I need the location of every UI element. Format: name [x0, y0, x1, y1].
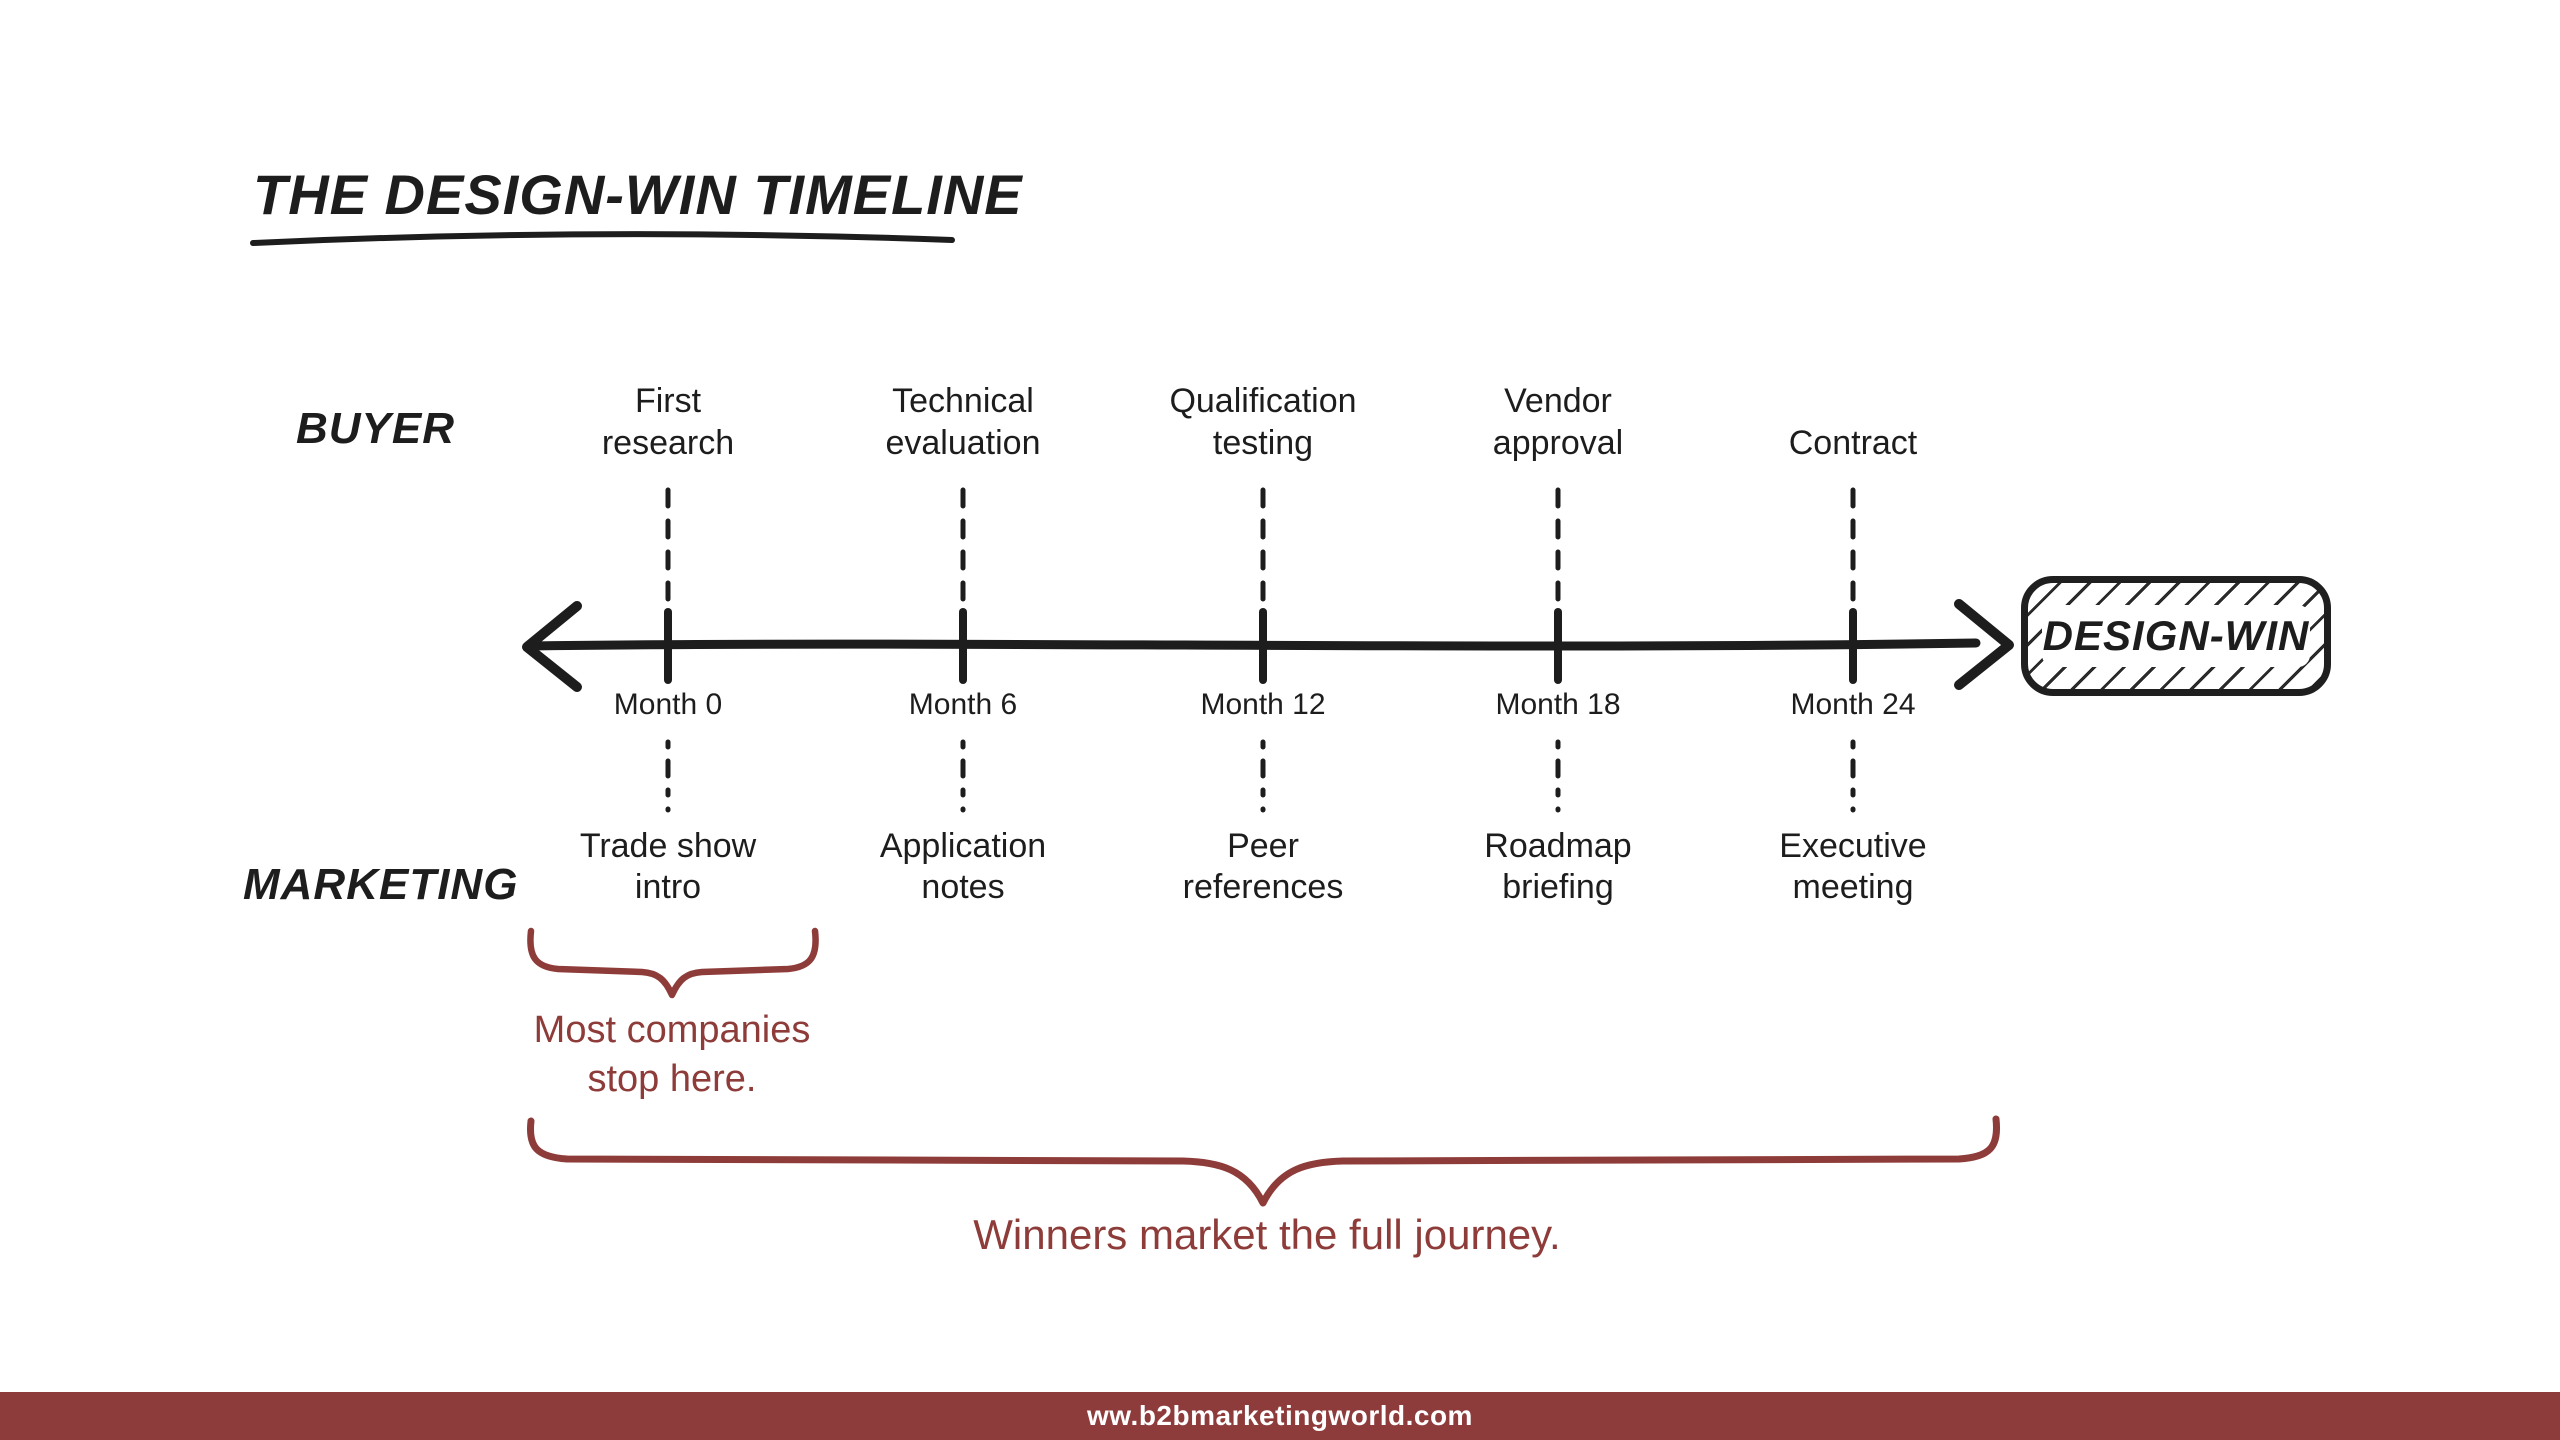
- month-label: Month 18: [1495, 688, 1621, 721]
- marketing-item-label: Executive meeting: [1779, 827, 1927, 907]
- arrowhead-right-icon: [1954, 599, 2014, 690]
- month-label: Month 0: [613, 688, 723, 721]
- marketing-item-label: Peer references: [1182, 827, 1344, 907]
- design-win-badge-label: DESIGN-WIN: [2042, 612, 2310, 659]
- timeline-ticks: [664, 608, 1857, 684]
- design-win-badge-inner: DESIGN-WIN: [2042, 605, 2310, 667]
- footer-url: ww.b2bmarketingworld.com: [1087, 1400, 1473, 1431]
- marketing-item-label: Trade show intro: [579, 827, 757, 907]
- stop-here-annotation: Most companies stop here.: [533, 1009, 811, 1101]
- month-label: Month 24: [1790, 688, 1916, 721]
- buyer-milestone-label: Contract: [1788, 423, 1918, 462]
- full-journey-brace: [526, 1115, 2001, 1207]
- footer-bar: ww.b2bmarketingworld.com: [0, 1392, 2560, 1440]
- stop-here-brace: [527, 927, 819, 999]
- page-title: THE DESIGN-WIN TIMELINE: [253, 163, 1023, 226]
- buyer-row-label: BUYER: [296, 404, 456, 453]
- buyer-milestone-label: Qualification testing: [1169, 382, 1357, 462]
- buyer-dashed-connectors: [665, 487, 1856, 609]
- marketing-item-label: Roadmap briefing: [1484, 827, 1632, 907]
- buyer-milestone-label: First research: [601, 382, 735, 462]
- arrowhead-left-icon: [522, 601, 582, 692]
- buyer-milestone-label: Vendor approval: [1492, 382, 1624, 462]
- marketing-dashed-connectors: [665, 739, 1856, 813]
- title-underline: [250, 231, 955, 246]
- month-label: Month 12: [1200, 688, 1326, 721]
- marketing-item-label: Application notes: [879, 827, 1047, 907]
- month-label: Month 6: [908, 688, 1018, 721]
- buyer-milestone-label: Technical evaluation: [885, 382, 1041, 462]
- timeline-axis: [525, 638, 1981, 651]
- full-journey-annotation: Winners market the full journey.: [973, 1211, 1561, 1258]
- marketing-row-label: MARKETING: [243, 860, 519, 909]
- design-win-badge: DESIGN-WIN: [2021, 576, 2331, 696]
